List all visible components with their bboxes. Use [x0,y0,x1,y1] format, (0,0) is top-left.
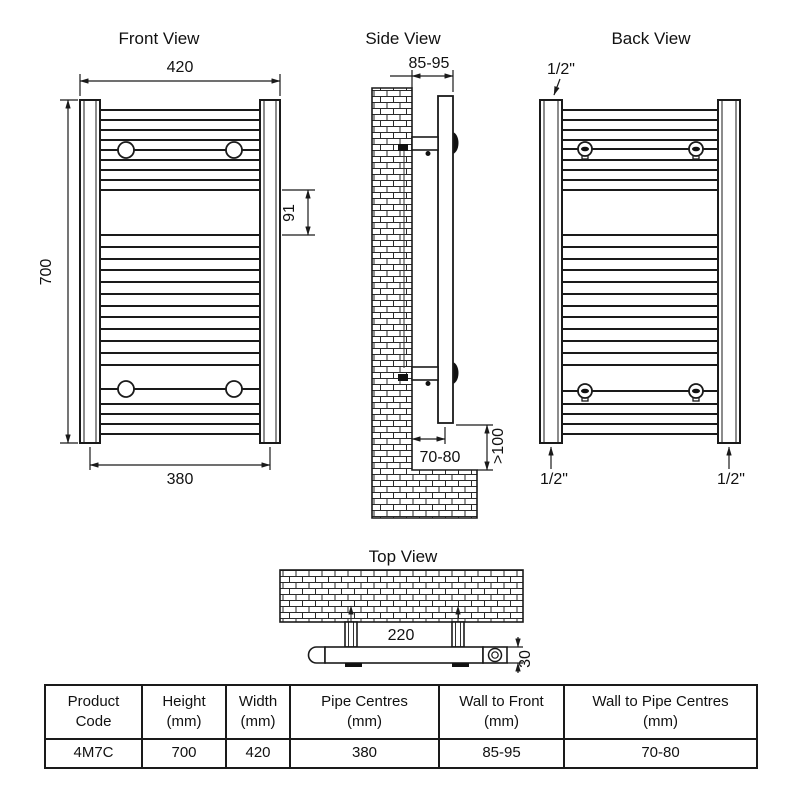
top-radiator-rail [307,646,508,667]
header-pipe-centres: Pipe Centres (mm) [289,684,440,740]
front-radiator-bars [100,109,260,435]
side-wall-brackets [398,136,439,386]
front-pipe-centres-dimension: 380 [167,471,194,488]
value-height: 700 [141,738,227,769]
top-bracket-centres-dimension: 220 [388,627,415,644]
value-pipe-centres: 380 [289,738,440,769]
side-wall-to-front-dimension: 85-95 [409,55,450,72]
back-connection-bottom-left-label: 1/2" [540,471,568,488]
spec-table-value-row: 4M7C 700 420 380 85-95 70-80 [44,738,758,769]
back-connection-top-label: 1/2" [547,61,575,78]
front-view-title: Front View [119,29,201,48]
side-radiator-rail [437,95,454,424]
front-radiator-rails [79,99,281,444]
top-wall [279,569,524,623]
value-wall-to-front: 85-95 [438,738,565,769]
side-floor-clearance-dimension: >100 [490,428,507,464]
header-height: Height (mm) [141,684,227,740]
back-leader-arrows [548,78,732,469]
side-wall-to-pipe-dimension: 70-80 [420,449,461,466]
back-radiator-rails [539,99,741,444]
back-wall-fixings [577,141,704,402]
front-mounting-brackets [117,141,243,398]
value-width: 420 [225,738,291,769]
side-view: Side View 85-9 [365,29,507,519]
top-view: Top View 220 [279,547,534,673]
back-radiator-bars [562,109,718,435]
back-view: Back View [539,29,745,488]
top-tube-depth-dimension: 30 [517,650,534,668]
side-extension-lines [390,70,493,471]
header-wall-to-pipe-centres: Wall to Pipe Centres (mm) [563,684,758,740]
front-height-dimension: 700 [38,259,55,286]
front-width-dimension: 420 [167,59,194,76]
header-width: Width (mm) [225,684,291,740]
front-view: Front View 420 700 380 91 [38,29,315,488]
top-tube-depth-dimension-lines [507,637,523,673]
side-view-title: Side View [365,29,441,48]
front-bar-gap-dimension: 91 [281,204,298,222]
front-dimension-lines [65,78,311,468]
header-product-code: Product Code [44,684,143,740]
value-product-code: 4M7C [44,738,143,769]
value-wall-to-pipe-centres: 70-80 [563,738,758,769]
back-connection-bottom-right-label: 1/2" [717,471,745,488]
top-wall-brackets [344,621,465,648]
side-dimension-lines [411,73,490,471]
spec-table-header-row: Product Code Height (mm) Width (mm) Pipe… [44,684,758,740]
top-view-title: Top View [369,547,438,566]
back-view-title: Back View [611,29,691,48]
header-wall-to-front: Wall to Front (mm) [438,684,565,740]
specification-table: Product Code Height (mm) Width (mm) Pipe… [44,684,758,769]
